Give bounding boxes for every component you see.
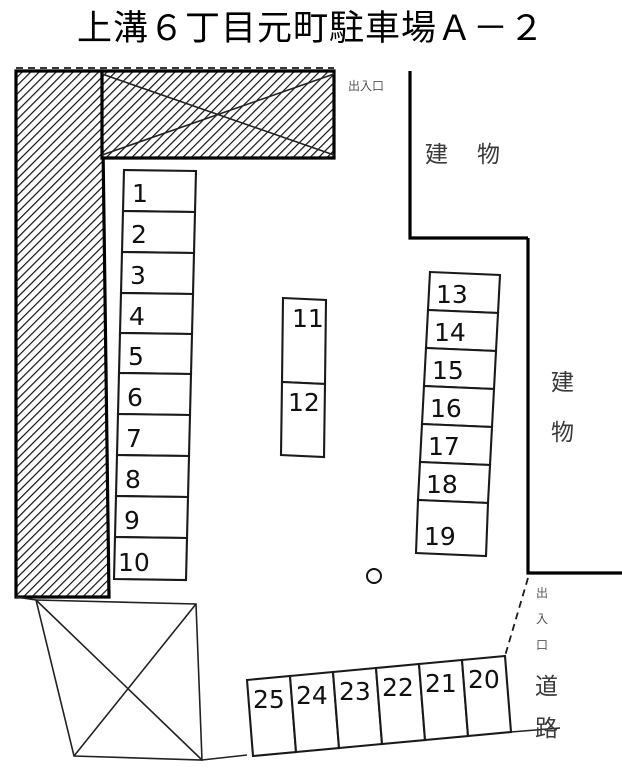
stall-9-label: 9	[124, 506, 140, 535]
dashed-entrance-diagonal	[504, 577, 529, 657]
pole-marker-icon	[366, 568, 382, 584]
stall-25-label: 25	[253, 685, 285, 714]
road-label-char-2: 路	[535, 716, 558, 742]
south-stall-row: 25 24 23 22 21 20	[245, 654, 513, 758]
east-building-outline	[526, 238, 622, 575]
building-north-label-char-2: 物	[477, 142, 500, 168]
stall-1-label: 1	[132, 179, 148, 208]
stall-24-label: 24	[296, 681, 328, 710]
boundary-southeast-connector	[510, 727, 561, 733]
stall-22-label: 22	[382, 673, 414, 702]
stall-13-label: 13	[436, 280, 468, 309]
stall-18-label: 18	[426, 470, 458, 499]
stall-6-label: 6	[127, 383, 143, 412]
stall-17-label: 17	[428, 432, 460, 461]
stall-19[interactable]	[414, 498, 490, 558]
boundary-south-connector	[201, 754, 248, 761]
stall-2-label: 2	[131, 220, 147, 249]
stall-15-label: 15	[432, 356, 464, 385]
entrance-bottom-label-char-3: 口	[536, 638, 548, 652]
stall-19-label: 19	[424, 522, 456, 551]
stall-23-label: 23	[339, 677, 371, 706]
building-east-label-char-1: 建	[551, 370, 574, 396]
page-title: 上溝６丁目元町駐車場Ａ－２	[76, 9, 545, 49]
entrance-top-label: 出入口	[348, 79, 384, 93]
southwest-cross-line-2	[73, 603, 197, 757]
road-label-char-1: 道	[535, 674, 558, 700]
stall-21-label: 21	[425, 669, 457, 698]
north-building-outline	[408, 71, 528, 240]
stall-10-label: 10	[118, 548, 150, 577]
southwest-cross-line-1	[35, 599, 203, 761]
north-block-cross-line-2	[101, 73, 335, 156]
stall-4-label: 4	[129, 302, 145, 331]
stall-11-label: 11	[292, 304, 324, 333]
stall-8-label: 8	[125, 465, 141, 494]
west-hatched-strip	[14, 69, 111, 599]
entrance-bottom-label-char-1: 出	[536, 586, 548, 600]
stall-14-label: 14	[434, 318, 466, 347]
east-stall-column: 13 14 15 16 17 18 19	[414, 270, 502, 558]
west-stall-column: 1 2 3 4 5 6 7 8 9 10	[112, 168, 198, 582]
stall-3-label: 3	[130, 261, 146, 290]
stall-12[interactable]	[279, 380, 327, 459]
stall-12-label: 12	[288, 388, 320, 417]
stall-7-label: 7	[126, 424, 142, 453]
center-stall-column: 11 12	[279, 296, 328, 459]
stall-16-label: 16	[430, 394, 462, 423]
stall-5-label: 5	[128, 342, 144, 371]
stall-10[interactable]	[112, 535, 189, 582]
building-north-label-char-1: 建	[425, 142, 448, 168]
boundary-southwest-connector	[15, 596, 37, 601]
stall-20-label: 20	[468, 665, 500, 694]
stall-20[interactable]	[460, 654, 513, 738]
entrance-bottom-label-char-2: 入	[536, 612, 548, 626]
building-east-label-char-2: 物	[551, 420, 574, 446]
